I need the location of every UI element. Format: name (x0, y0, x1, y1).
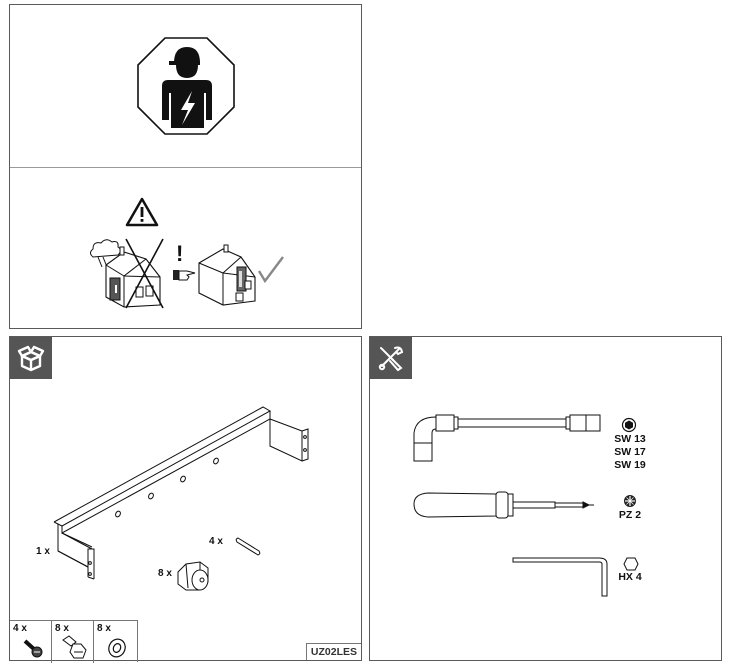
cable-gland-image (174, 558, 212, 594)
warning-triangle-icon (125, 197, 159, 227)
pin-image (235, 536, 263, 556)
hexagon-icon (623, 557, 639, 571)
socket-drive-icon (621, 417, 637, 433)
hex-key-size: HX 4 (618, 571, 642, 583)
mounting-bracket-image (40, 399, 330, 580)
part-cell-hex-bolt: 8 x (52, 621, 94, 663)
small-parts-strip: 4 x 8 x (10, 620, 138, 663)
tools-panel: SW 13 SW 17 SW 19 (369, 336, 722, 661)
part-cell-screw: 4 x (10, 621, 52, 663)
size-sw17: SW 17 (614, 446, 646, 458)
screw-quantity: 4 x (13, 623, 27, 634)
size-sw13: SW 13 (614, 433, 646, 445)
gland-quantity: 8 x (158, 568, 172, 579)
pin-quantity: 4 x (209, 536, 223, 547)
tools-wrench-screwdriver-icon (370, 337, 412, 379)
screwdriver-size: PZ 2 (618, 509, 642, 521)
size-sw19: SW 19 (614, 459, 646, 471)
safety-panel: ! (9, 4, 362, 329)
house-outdoor-crossed-icon (88, 235, 188, 310)
part-cell-washer: 8 x (94, 621, 136, 663)
bracket-quantity: 1 x (36, 546, 50, 557)
washer-icon (106, 637, 128, 659)
washer-quantity: 8 x (97, 623, 111, 634)
electrician-octagon-icon (136, 36, 236, 136)
screw-icon (22, 637, 44, 659)
exclamation-mark: ! (176, 241, 184, 266)
pointing-hand-icon (173, 268, 197, 282)
screwdriver-image (413, 488, 614, 524)
pozidriv-icon (623, 494, 637, 508)
socket-wrench-image (413, 413, 614, 463)
house-indoor-icon (195, 243, 285, 307)
product-code: UZ02LES (305, 643, 361, 660)
socket-sizes: SW 13 SW 17 SW 19 (612, 433, 648, 472)
hex-bolt-icon (61, 634, 89, 662)
contents-panel: 1 x 4 x 8 x 4 x (9, 336, 362, 663)
hex-key-image (511, 556, 611, 597)
panel-divider (10, 167, 361, 168)
hex-bolt-quantity: 8 x (55, 623, 69, 634)
open-box-icon (10, 337, 52, 379)
